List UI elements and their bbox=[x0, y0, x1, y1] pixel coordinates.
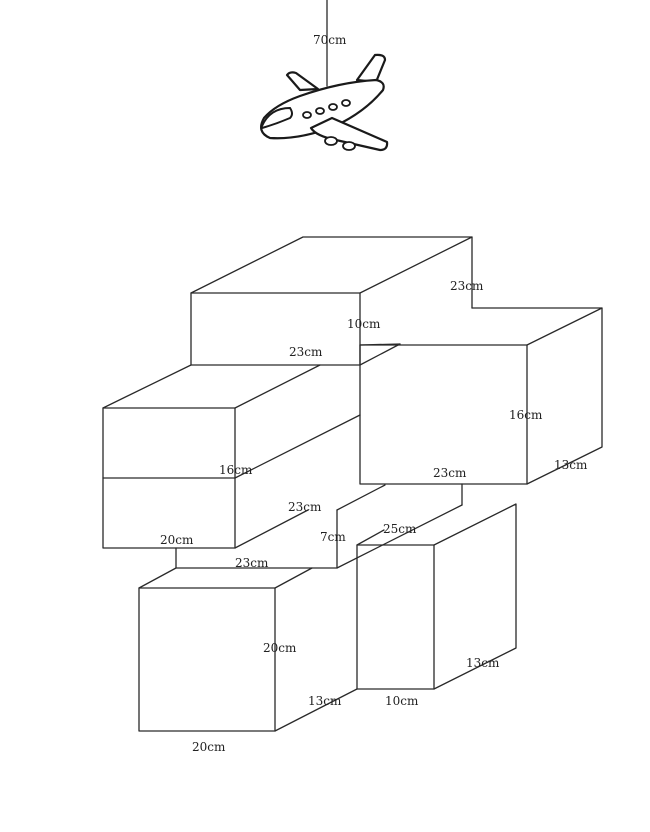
left-box-depth-label: 23cm bbox=[288, 500, 322, 514]
right-box-width-label: 23cm bbox=[433, 466, 467, 480]
top-box-width-label: 23cm bbox=[289, 345, 323, 359]
lower-left-box-height-label: 20cm bbox=[263, 641, 297, 655]
plank bbox=[175, 483, 463, 569]
top-box-depth-label: 23cm bbox=[450, 279, 484, 293]
lower-right-box-width-label: 10cm bbox=[385, 694, 419, 708]
plank-depth-label: 7cm bbox=[320, 530, 346, 544]
airplane-icon bbox=[259, 53, 389, 152]
right-box-height-label: 16cm bbox=[509, 408, 543, 422]
top-box-height-label: 10cm bbox=[347, 317, 381, 331]
lower-right-box bbox=[356, 503, 517, 690]
right-box-depth-label: 13cm bbox=[554, 458, 588, 472]
left-box-width-label: 20cm bbox=[160, 533, 194, 547]
left-box bbox=[102, 364, 361, 549]
string-length-label: 70cm bbox=[313, 33, 347, 47]
lower-left-box bbox=[138, 567, 358, 732]
lower-left-box-depth-label: 13cm bbox=[308, 694, 342, 708]
plank-width-label: 23cm bbox=[235, 556, 269, 570]
lower-right-box-depth-label: 13cm bbox=[466, 656, 500, 670]
right-box bbox=[359, 307, 603, 485]
lower-left-box-width-label: 20cm bbox=[192, 740, 226, 754]
plank-length-label: 25cm bbox=[383, 522, 417, 536]
top-box bbox=[190, 236, 473, 366]
left-box-height-label: 16cm bbox=[219, 463, 253, 477]
